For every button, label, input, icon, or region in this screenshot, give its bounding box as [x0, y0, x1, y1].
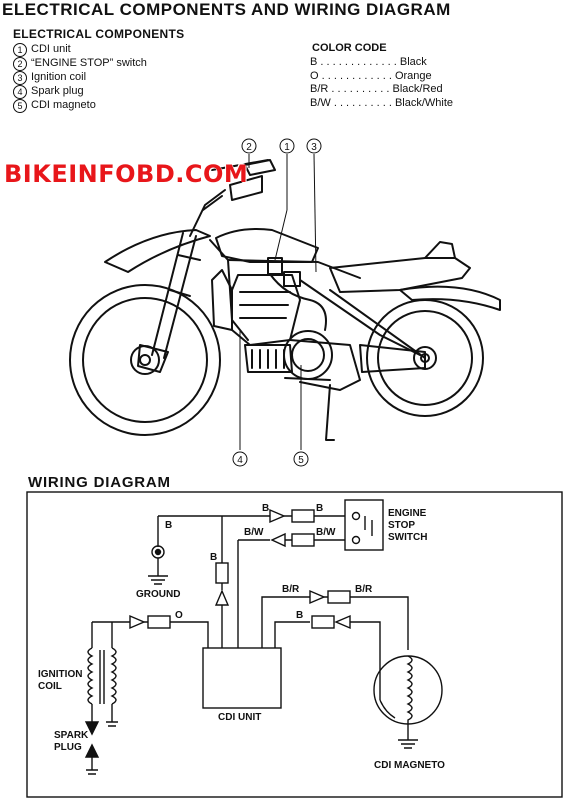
- ignition-coil-label: COIL: [38, 681, 62, 692]
- cdi-magneto: [373, 655, 443, 725]
- wire-harness: [269, 273, 327, 331]
- component-label: Ignition coil: [31, 71, 87, 83]
- component-number: 2: [13, 57, 27, 71]
- wire-code: B: [262, 503, 269, 514]
- wire-code: B/R: [282, 584, 300, 595]
- magneto-coil: [406, 655, 413, 740]
- component-number: 5: [13, 99, 27, 113]
- spark-plug: [84, 721, 100, 736]
- diode: [309, 589, 326, 605]
- spark-plug-label: PLUG: [54, 742, 82, 753]
- ground-terminal: [151, 545, 165, 559]
- engine-stop-label: STOP: [388, 520, 415, 531]
- kickstand: [325, 384, 335, 441]
- component-label: Spark plug: [31, 85, 84, 97]
- diode: [269, 508, 286, 524]
- wiring-diagram-title: WIRING DIAGRAM: [28, 474, 171, 491]
- components-list: 1 CDI unit 2 “ENGINE STOP” switch 3 Ignitio…: [13, 43, 147, 113]
- callout-number: 2: [246, 142, 252, 153]
- component-number: 4: [13, 85, 27, 99]
- engine-stop-switch: [344, 499, 384, 551]
- component-item: 5 CDI magneto: [13, 99, 147, 113]
- ignition-coil-secondary: [110, 647, 117, 705]
- engine-stop-label: SWITCH: [388, 532, 427, 543]
- component-number: 3: [13, 71, 27, 85]
- wire-code: B/W: [316, 527, 336, 538]
- ignition-coil-label: IGNITION: [38, 669, 82, 680]
- ground-label: GROUND: [136, 589, 180, 600]
- wire-code: B/R: [355, 584, 373, 595]
- diode: [334, 614, 351, 630]
- diode: [129, 614, 146, 630]
- handlebar: [189, 159, 276, 237]
- seat: [329, 257, 471, 293]
- connector: [311, 615, 335, 629]
- rear-fender: [399, 285, 501, 311]
- ground-symbol: [86, 769, 98, 775]
- wire-code: B/W: [244, 527, 264, 538]
- callout-number: 4: [237, 455, 243, 466]
- cdi-unit-box: [202, 647, 282, 709]
- callout-3: 3: [306, 138, 322, 154]
- callout-number: 1: [284, 142, 290, 153]
- front-fender: [104, 229, 211, 273]
- ground-symbol: [398, 739, 418, 749]
- frame: [209, 239, 426, 359]
- callout-number: 3: [311, 142, 317, 153]
- front-wheel: [69, 284, 221, 436]
- component-item: 2 “ENGINE STOP” switch: [13, 57, 147, 71]
- wire-code: B: [296, 610, 303, 621]
- page-title: ELECTRICAL COMPONENTS AND WIRING DIAGRAM: [2, 0, 451, 19]
- engine-stop-label: ENGINE: [388, 508, 427, 519]
- wire-code: B: [210, 552, 217, 563]
- color-code-row: B . . . . . . . . . . . . . Black: [310, 56, 427, 68]
- color-code-row: B/W . . . . . . . . . . Black/White: [310, 96, 454, 109]
- wire-code: B: [316, 503, 323, 514]
- spark-plug-label: SPARK: [54, 730, 89, 741]
- fuel-tank: [215, 228, 319, 263]
- connector: [215, 562, 229, 584]
- swingarm: [359, 344, 426, 373]
- callout-4: 4: [232, 451, 248, 467]
- connector: [147, 615, 171, 629]
- ground-symbol: [106, 721, 118, 727]
- footpeg: [284, 377, 331, 381]
- color-code-heading: COLOR CODE: [312, 42, 387, 54]
- motorcycle-illustration: 1 2 3 4 5: [69, 138, 501, 467]
- callout-5: 5: [293, 451, 309, 467]
- component-label: “ENGINE STOP” switch: [31, 57, 147, 69]
- connector: [291, 533, 315, 547]
- ignition-coil-primary: [87, 647, 94, 705]
- front-fork: [137, 232, 201, 373]
- callout-number: 5: [298, 455, 304, 466]
- wiring-border: [26, 491, 563, 798]
- color-code-list: B . . . . . . . . . . . . . Black O . . …: [310, 56, 453, 110]
- component-label: CDI unit: [31, 43, 71, 55]
- component-item: 4 Spark plug: [13, 85, 147, 99]
- diode: [270, 532, 286, 548]
- color-code-row: O . . . . . . . . . . . . Orange: [310, 69, 432, 82]
- side-panel: [211, 269, 233, 331]
- ignition-coil-part: [283, 271, 301, 287]
- connector: [327, 590, 351, 604]
- watermark-text: BIKEINFOBD.COM: [4, 160, 249, 188]
- cdi-magneto-label: CDI MAGNETO: [374, 760, 445, 771]
- component-number: 1: [13, 43, 27, 57]
- ground-symbol: [148, 575, 168, 585]
- wire-code: B: [165, 520, 172, 531]
- component-item: 3 Ignition coil: [13, 71, 147, 85]
- cdi-unit-label: CDI UNIT: [218, 712, 261, 723]
- diode: [214, 589, 230, 606]
- component-item: 1 CDI unit: [13, 43, 147, 57]
- connector: [291, 509, 315, 523]
- color-code-row: B/R . . . . . . . . . . Black/Red: [310, 83, 443, 95]
- components-subtitle: ELECTRICAL COMPONENTS: [13, 27, 185, 41]
- callout-2: 2: [241, 138, 257, 154]
- component-label: CDI magneto: [31, 99, 96, 111]
- callout-1: 1: [279, 138, 295, 154]
- wire-code: O: [175, 610, 183, 621]
